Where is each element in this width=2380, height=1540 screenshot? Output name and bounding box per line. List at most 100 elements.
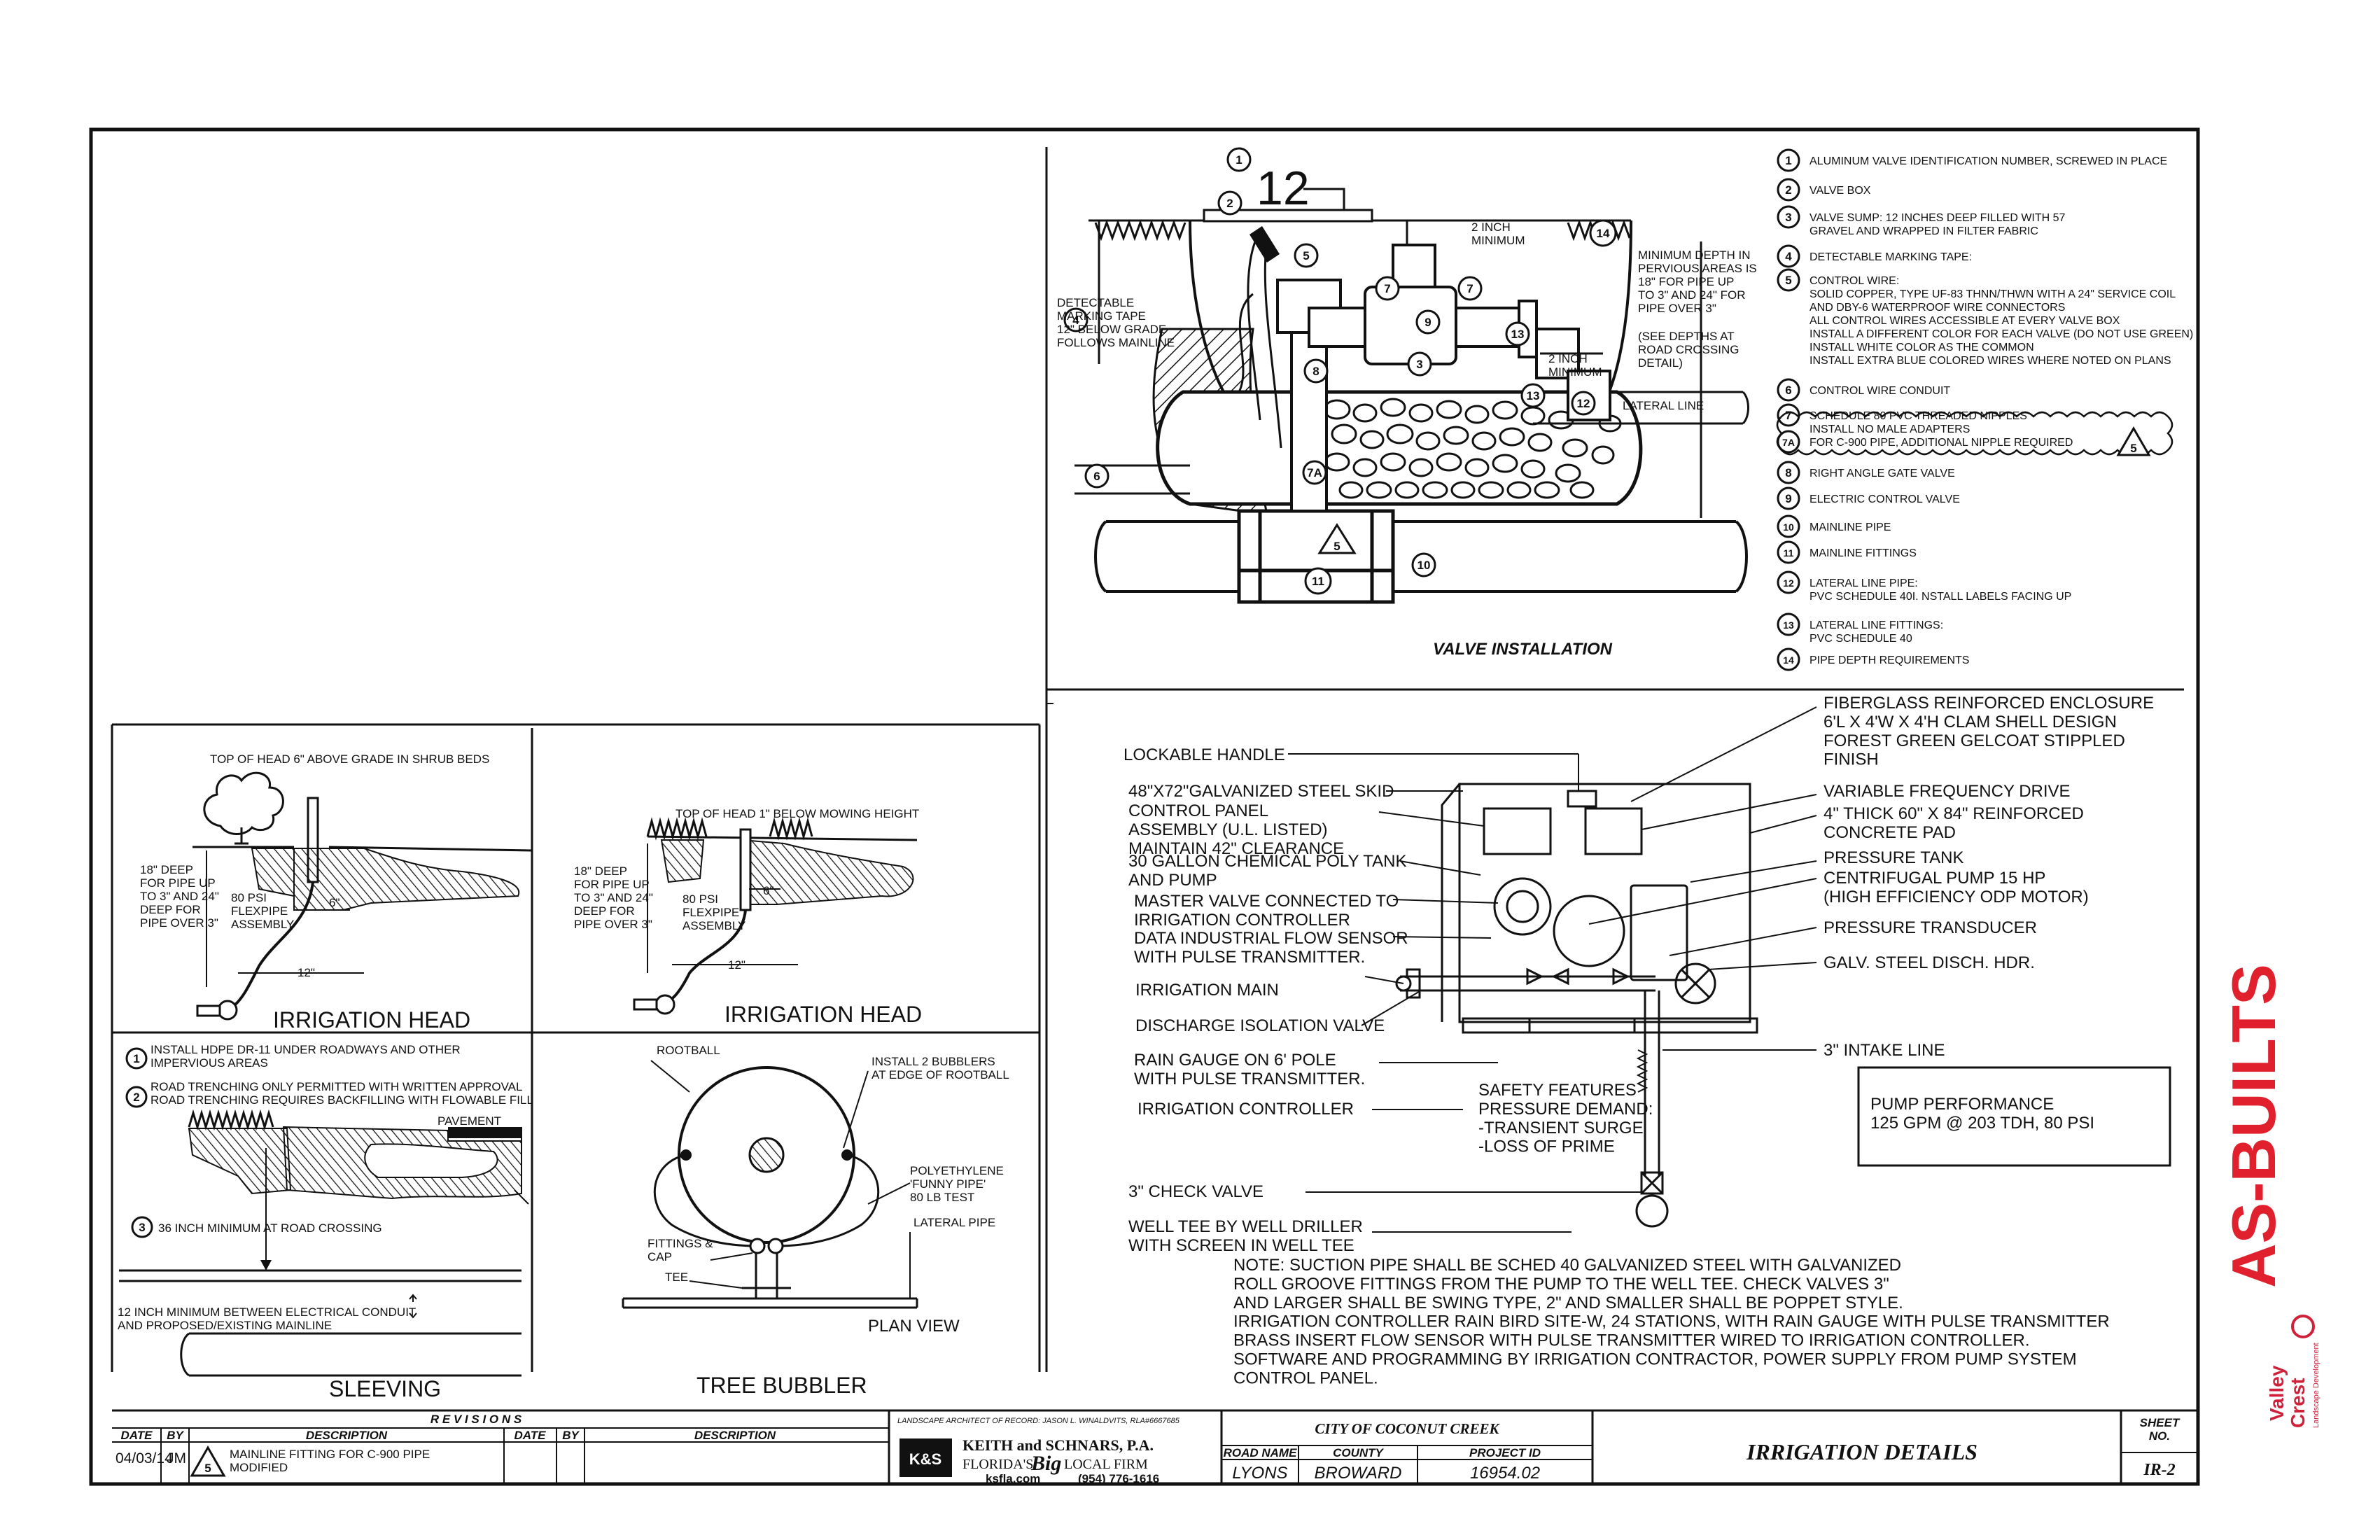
pump-label: 48"X72"GALVANIZED STEEL SKID <box>1128 782 1394 801</box>
rev-col-date2: DATE <box>514 1429 546 1442</box>
svg-text:Valley: Valley <box>2266 1365 2288 1421</box>
rev-col-by2: BY <box>562 1429 580 1442</box>
legend-number: 5 <box>1785 274 1791 287</box>
legend-revision-cloud <box>1776 411 2174 456</box>
sleeving-pipe-thin <box>119 1269 522 1282</box>
legend-number-circle <box>1777 461 1800 484</box>
valve-id-arrow <box>1303 188 1345 210</box>
flex-pipe <box>230 881 314 1009</box>
legend-number: 11 <box>1784 547 1794 559</box>
as-builts-stamp: AS-BUILTS <box>2219 964 2288 1288</box>
svg-text:10: 10 <box>1418 559 1431 572</box>
pump-station-detail: LOCKABLE HANDLE 48"X72"GALVANIZED STEEL … <box>1124 694 2171 1387</box>
pump-note: NOTE: SUCTION PIPE SHALL BE SCHED 40 GAL… <box>1233 1256 2110 1387</box>
firm-phone: (954) 776-1616 <box>1078 1472 1159 1485</box>
svg-text:7: 7 <box>1466 282 1473 295</box>
svg-text:12: 12 <box>1577 397 1590 410</box>
bubbler-poly: POLYETHYLENE'FUNNY PIPE'80 LB TEST <box>910 1164 1004 1204</box>
irrigation-head-turf-detail: TOP OF HEAD 1" BELOW MOWING HEIGHT 18" D… <box>574 807 922 1027</box>
sleeving-note1: INSTALL HDPE DR-11 UNDER ROADWAYS AND OT… <box>150 1043 461 1070</box>
pump-label: IRRIGATION MAIN <box>1135 981 1279 1000</box>
flex-pipe <box>667 909 747 1002</box>
legend-number-circle <box>1777 514 1800 538</box>
svg-text:5: 5 <box>1303 249 1309 262</box>
head1-d12: 12" <box>298 966 315 979</box>
legend-number: 4 <box>1785 250 1792 263</box>
legend-item-text: LATERAL LINE PIPE:PVC SCHEDULE 40I. NSTA… <box>1809 578 2071 603</box>
sleeving-main-pipe <box>180 1332 522 1377</box>
firm-name: KEITH and SCHNARS, P.A. <box>962 1436 1154 1454</box>
sheet-frame <box>89 127 2200 1486</box>
bubbler-tee-label: TEE <box>665 1270 688 1284</box>
valleycrest-flower-icon <box>2291 1315 2315 1338</box>
svg-text:2: 2 <box>1226 197 1233 210</box>
legend-item-text: MAINLINE FITTINGS <box>1809 547 1917 559</box>
sleeving-grass <box>188 1109 274 1131</box>
spray-head <box>739 828 752 911</box>
pump-label: 3" INTAKE LINE <box>1823 1041 1945 1060</box>
bubbler-lateral-label: LATERAL PIPE <box>913 1216 995 1229</box>
legend-number-circle <box>1777 378 1800 402</box>
pump-leader-lines <box>1288 706 1817 1233</box>
legend-number-circle <box>1777 612 1800 636</box>
legend-item-text: DETECTABLE MARKING TAPE: <box>1809 251 1972 263</box>
bubbler-cap <box>749 1238 766 1254</box>
revision-mark: 5 <box>1334 540 1340 553</box>
grade-line <box>647 835 918 841</box>
legend-number: 6 <box>1785 384 1791 397</box>
head2-title: IRRIGATION HEAD <box>724 1002 922 1027</box>
control-wire <box>1238 237 1282 449</box>
firm-tag-a: FLORIDA'S <box>962 1457 1033 1472</box>
legend-item-text: ALUMINUM VALVE IDENTIFICATION NUMBER, SC… <box>1809 155 2167 167</box>
sheet-title: IRRIGATION DETAILS <box>1746 1439 1977 1464</box>
head1-dims <box>206 850 364 987</box>
rev-col-desc: DESCRIPTION <box>306 1429 388 1442</box>
legend-item-text: CONTROL WIRE CONDUIT <box>1809 385 1950 397</box>
ks-logo-text: K&S <box>909 1450 941 1468</box>
valve-dimensions <box>1098 219 1702 518</box>
sleeving-note2: ROAD TRENCHING ONLY PERMITTED WITH WRITT… <box>150 1080 533 1107</box>
funny-pipe <box>653 1154 880 1247</box>
legend-item-text: PIPE DEPTH REQUIREMENTS <box>1809 654 1969 666</box>
sleeving-arrowhead <box>260 1260 272 1270</box>
bubbler-rootball: ROOTBALL <box>657 1044 720 1057</box>
legend-number-circle <box>1777 570 1800 594</box>
legend-item-text: LATERAL LINE FITTINGS:PVC SCHEDULE 40 <box>1809 620 1943 645</box>
legend-number: 9 <box>1785 492 1791 505</box>
bubbler-lateral <box>622 1297 918 1309</box>
valve-box-lid <box>1203 209 1373 223</box>
label-lateral-line: LATERAL LINE <box>1623 399 1704 412</box>
svg-text:14: 14 <box>1597 227 1610 240</box>
svg-text:7: 7 <box>1384 282 1390 295</box>
county-name: BROWARD <box>1315 1464 1402 1483</box>
lateral-pipe-end <box>196 1004 221 1017</box>
firm-web: ksfla.com <box>986 1472 1040 1485</box>
hdr-road: ROAD NAME <box>1224 1446 1297 1460</box>
bubbler-leaders <box>650 1060 911 1298</box>
bubbler-plan-view: PLAN VIEW <box>868 1317 960 1336</box>
hdr-county: COUNTY <box>1333 1446 1384 1460</box>
legend-number-circle <box>1777 648 1800 671</box>
firm-tag-b: Big <box>1030 1452 1061 1475</box>
valve-grade-line <box>1088 219 1631 241</box>
svg-text:1: 1 <box>1236 153 1242 167</box>
sleeving-gap-arrows <box>409 1294 417 1319</box>
svg-text:9: 9 <box>1424 316 1431 329</box>
pump-label: VARIABLE FREQUENCY DRIVE <box>1823 782 2071 801</box>
